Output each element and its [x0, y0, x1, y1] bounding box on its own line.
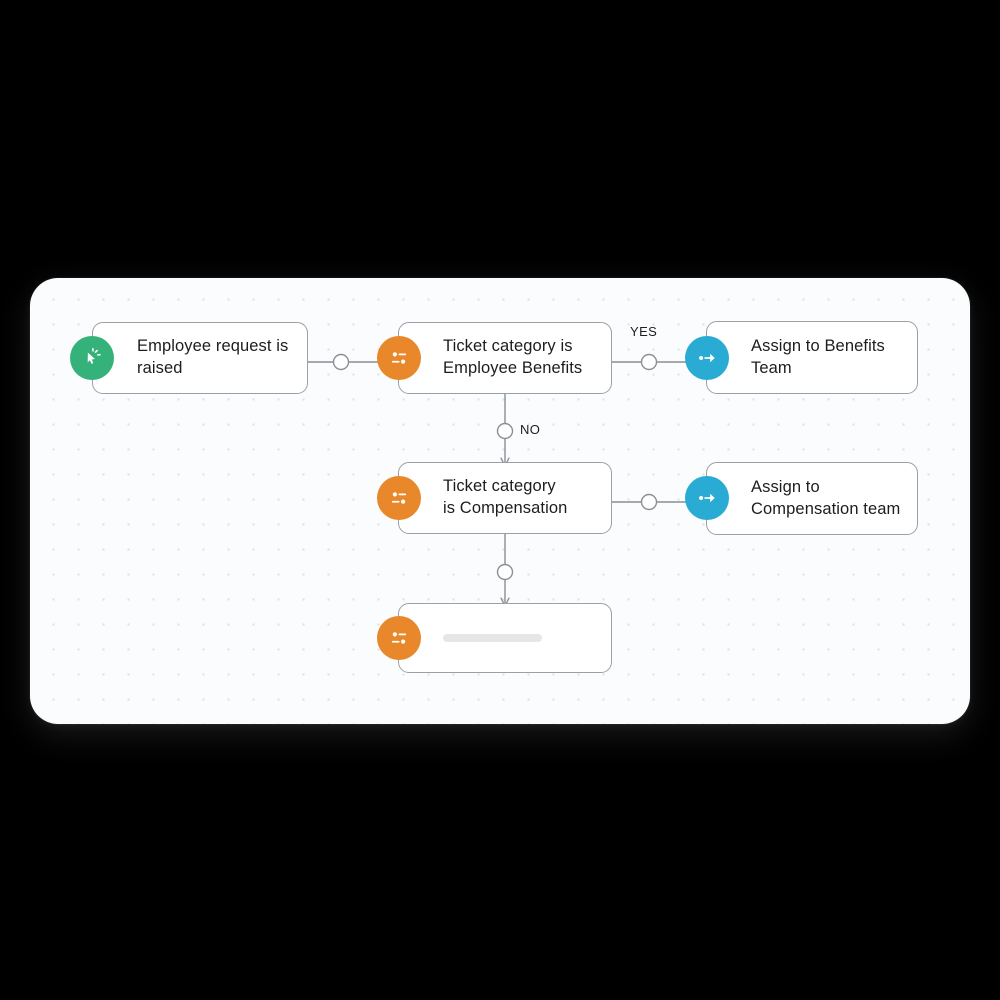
node-condition-placeholder[interactable]	[398, 603, 612, 673]
node-action-benefits[interactable]: Assign to Benefits Team	[706, 321, 918, 394]
node-action-compensation-label: Assign to Compensation team	[751, 477, 901, 518]
node-action-benefits-label: Assign to Benefits Team	[751, 336, 885, 377]
workflow-canvas[interactable]: YES NO Employee request is raised Ticket…	[30, 278, 970, 724]
node-action-compensation[interactable]: Assign to Compensation team	[706, 462, 918, 535]
edge-label-no: NO	[520, 422, 541, 437]
placeholder-skeleton-bar	[443, 634, 542, 642]
assign-arrow-icon	[685, 476, 729, 520]
filter-sliders-icon	[377, 336, 421, 380]
filter-sliders-icon	[377, 616, 421, 660]
node-condition-compensation[interactable]: Ticket category is Compensation	[398, 462, 612, 534]
edge-label-yes: YES	[630, 324, 658, 339]
edge-condition1-no	[496, 393, 514, 467]
node-condition-compensation-label: Ticket category is Compensation	[443, 477, 568, 517]
edge-condition2-to-placeholder	[496, 533, 514, 607]
node-trigger-label: Employee request is raised	[137, 337, 289, 377]
node-condition-benefits[interactable]: Ticket category is Employee Benefits	[398, 322, 612, 394]
node-condition-benefits-label: Ticket category is Employee Benefits	[443, 337, 583, 377]
assign-arrow-icon	[685, 336, 729, 380]
cursor-click-icon	[70, 336, 114, 380]
node-trigger[interactable]: Employee request is raised	[92, 322, 308, 394]
filter-sliders-icon	[377, 476, 421, 520]
